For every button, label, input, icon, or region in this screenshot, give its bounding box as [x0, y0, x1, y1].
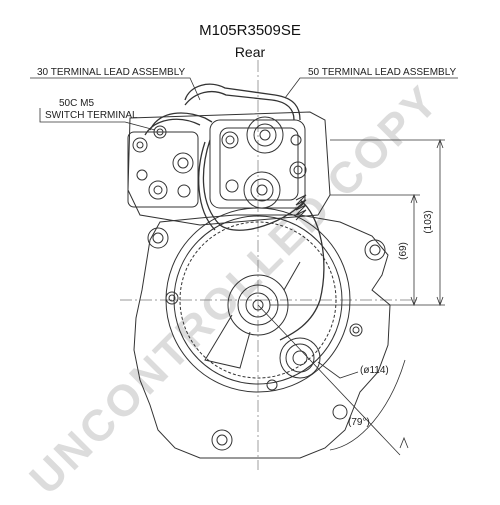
- label-30-terminal: 30 TERMINAL LEAD ASSEMBLY: [37, 67, 186, 78]
- dim-79: (79°): [348, 417, 370, 428]
- lead-spring: [295, 194, 307, 221]
- dimension-labels: (103) (69) (ø114) (79°): [348, 210, 434, 428]
- label-switch-line1: 50C M5: [59, 98, 94, 109]
- callout-labels: 30 TERMINAL LEAD ASSEMBLY 50 TERMINAL LE…: [37, 67, 457, 121]
- watermark-text: UNCONTROLLED COPY: [20, 75, 449, 500]
- solenoid-body: [127, 111, 331, 226]
- watermark: UNCONTROLLED COPY: [20, 75, 449, 504]
- lead-wires: [144, 83, 325, 341]
- label-50-terminal: 50 TERMINAL LEAD ASSEMBLY: [308, 67, 457, 78]
- leader-lines: [30, 77, 458, 379]
- view-title: Rear: [234, 44, 266, 60]
- dim-69: (69): [398, 242, 409, 260]
- motor-housing: [165, 207, 351, 393]
- dim-114: (ø114): [360, 365, 389, 376]
- dim-103: (103): [423, 210, 434, 233]
- terminal-stud: [266, 337, 321, 391]
- label-switch-line2: SWITCH TERMINAL: [45, 110, 138, 121]
- switch-terminals: [132, 125, 194, 200]
- part-number-title: M105R3509SE: [199, 22, 301, 39]
- dimension-lines: [257, 138, 445, 456]
- main-terminals: [221, 116, 307, 209]
